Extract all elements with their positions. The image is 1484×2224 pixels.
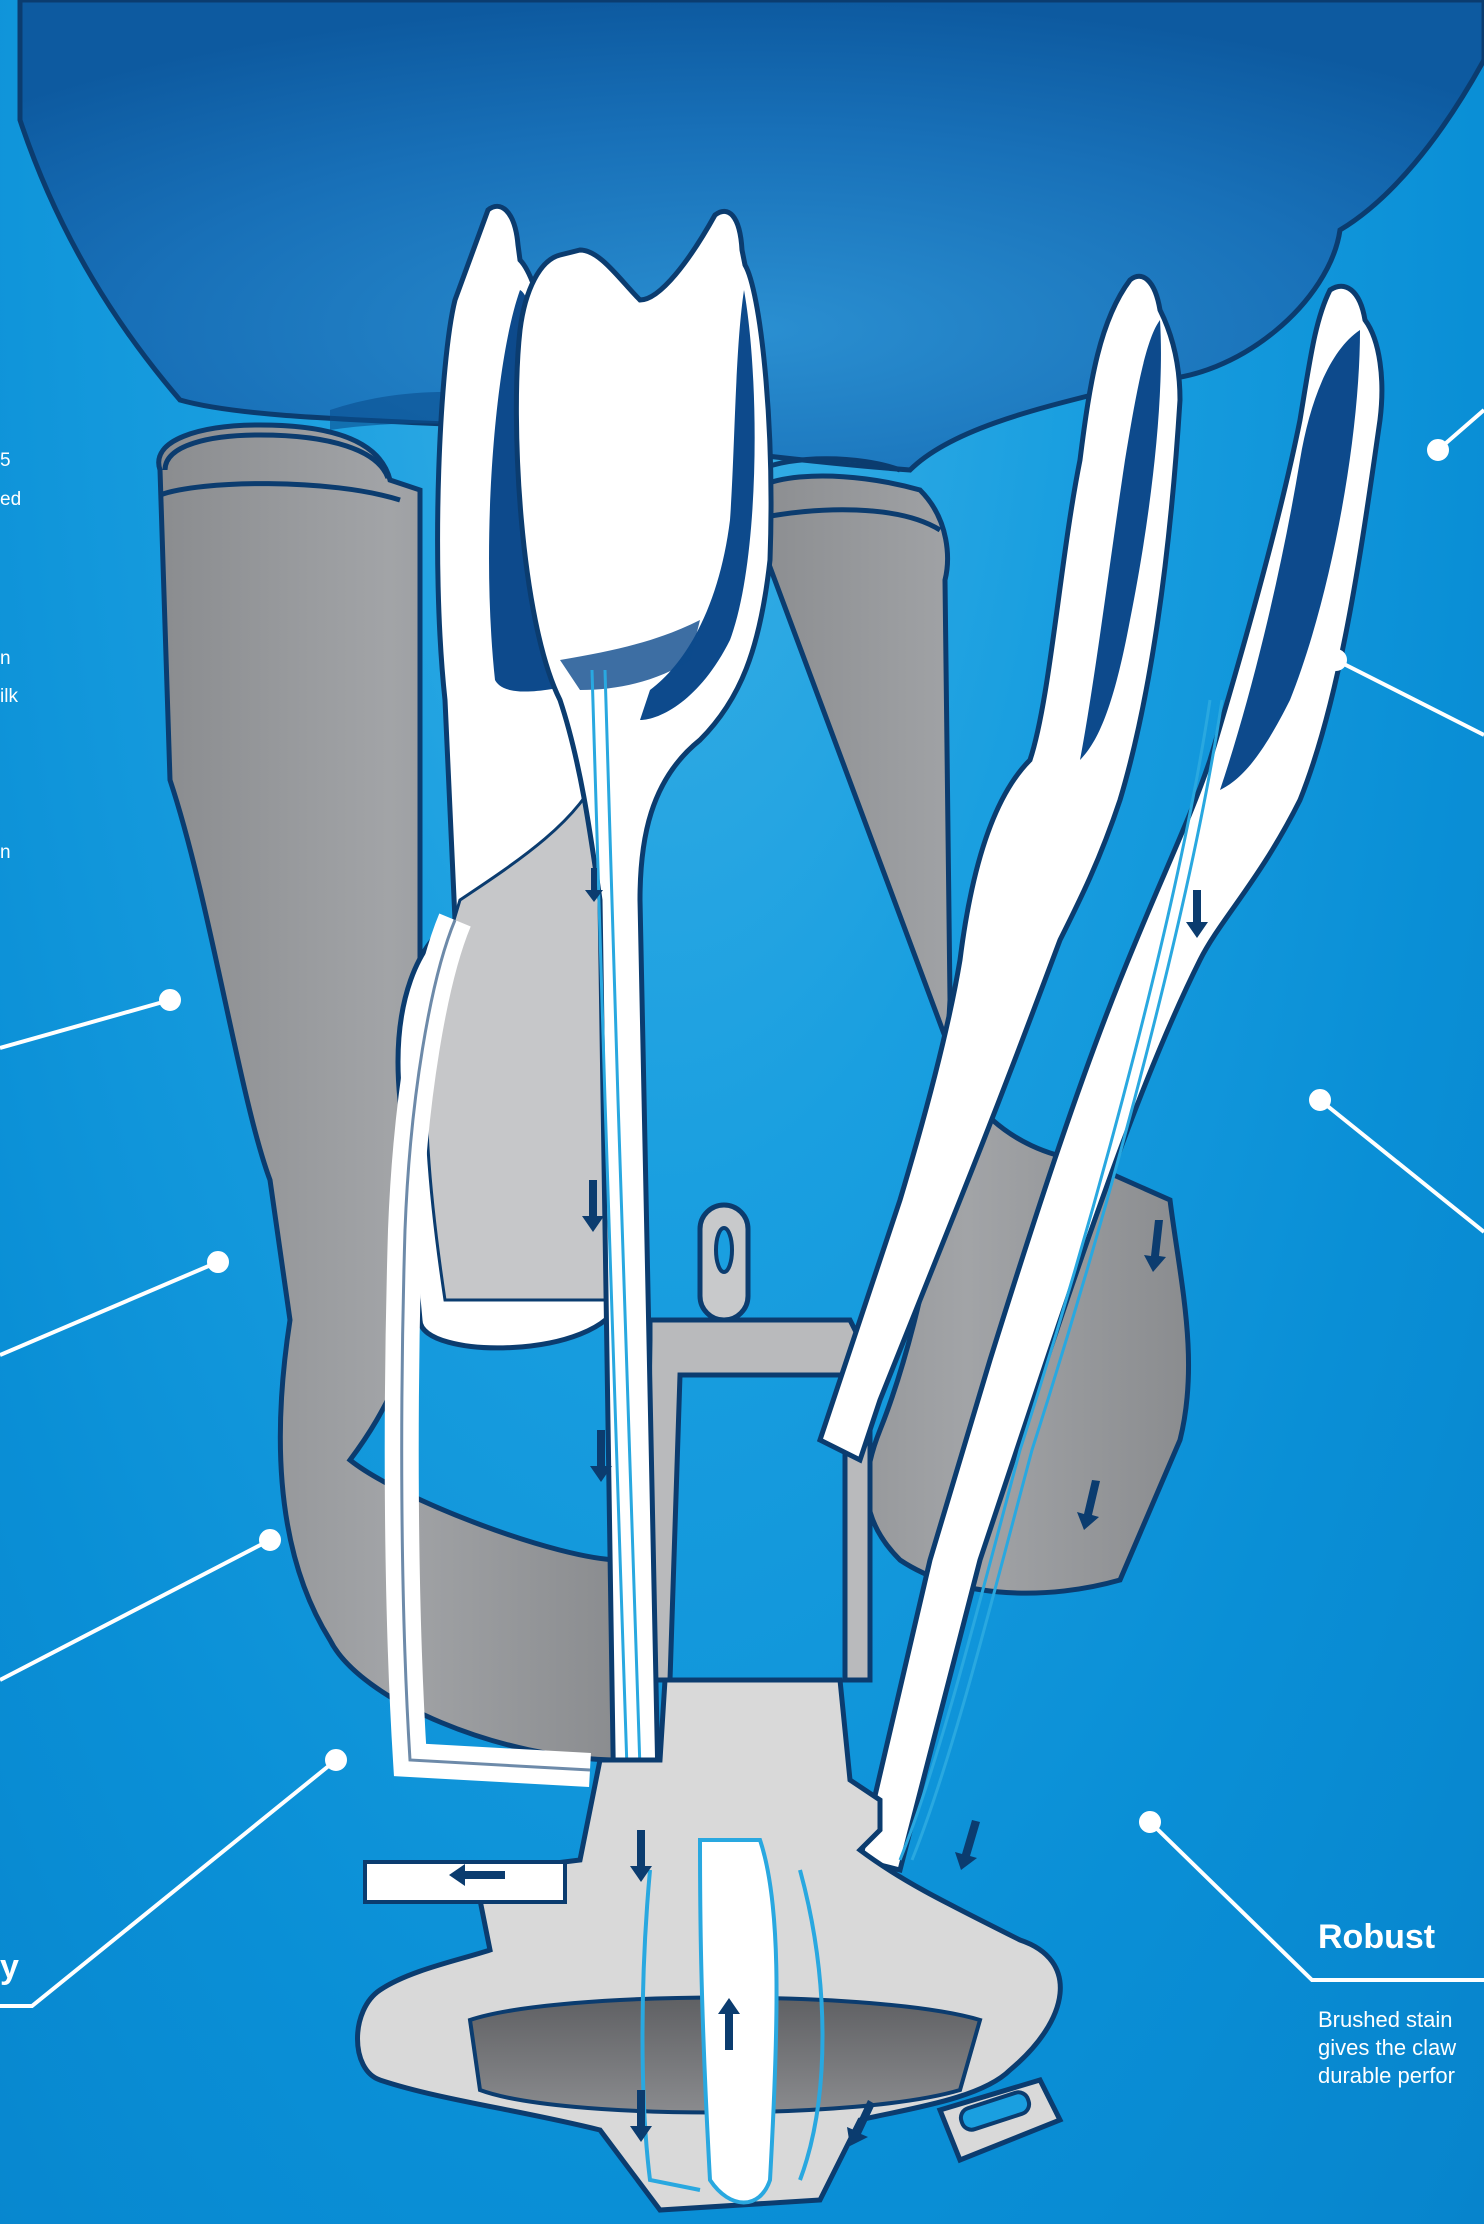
callout-line <box>0 1540 270 1680</box>
callout-dot <box>1327 651 1345 669</box>
callout-dot <box>1311 1091 1329 1109</box>
callout-dot <box>327 1751 345 1769</box>
callout-line <box>0 1760 336 2006</box>
callout-dot <box>261 1531 279 1549</box>
callout-dot <box>1429 441 1447 459</box>
callout-line <box>0 1000 170 1048</box>
callout-line <box>1336 660 1484 735</box>
callout-line <box>0 1262 218 1355</box>
left-text-fragment: 5 <box>0 448 11 474</box>
callout-line <box>1320 1100 1484 1232</box>
callout-dot <box>161 991 179 1009</box>
robust-description-line: Brushed stain <box>1318 2006 1453 2034</box>
robust-heading: Robust <box>1318 1918 1435 1957</box>
left-heading-fragment: y <box>0 1948 19 1987</box>
flow-arrow <box>955 1820 980 1870</box>
left-text-fragment: n <box>0 646 11 672</box>
callout-dot <box>1141 1813 1159 1831</box>
callout-dot <box>209 1253 227 1271</box>
left-text-fragment: ilk <box>0 684 18 710</box>
left-text-fragment: n <box>0 840 11 866</box>
robust-description-line: gives the claw <box>1318 2034 1456 2062</box>
left-text-fragment: ed <box>0 487 21 513</box>
robust-description-line: durable perfor <box>1318 2062 1455 2090</box>
